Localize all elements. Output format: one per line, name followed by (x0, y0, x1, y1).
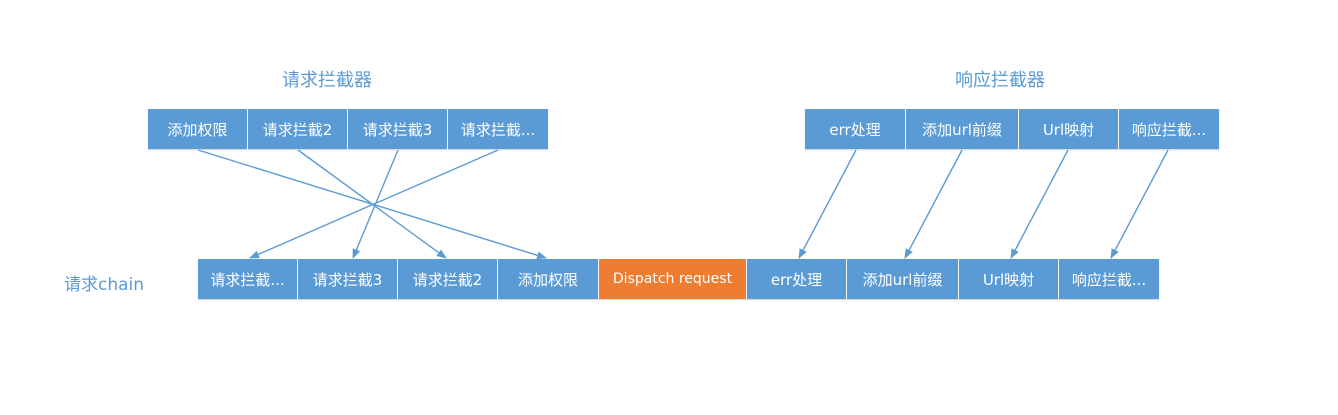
res-interceptor-url-prefix: 添加url前缀 (906, 109, 1019, 149)
req-interceptor-3: 请求拦截3 (348, 109, 448, 149)
arrow-url-prefix-to-chain (904, 149, 963, 259)
chain-res-url-prefix: 添加url前缀 (847, 259, 959, 299)
arrow-req2-to-chain (297, 149, 447, 259)
response-interceptors-title: 响应拦截器 (955, 70, 1045, 91)
chain-res-err: err处理 (747, 259, 847, 299)
res-interceptor-url-map: Url映射 (1019, 109, 1119, 149)
arrow-reqmore-to-chain (249, 149, 499, 259)
request-chain-label: 请求chain (64, 275, 145, 295)
request-interceptors-row: 添加权限 请求拦截2 请求拦截3 请求拦截... (148, 109, 548, 149)
arrow-url-map-to-chain (1010, 149, 1069, 259)
arrow-resmore-to-chain (1110, 149, 1169, 259)
arrow-err-to-chain (798, 149, 857, 259)
response-interceptors-row: err处理 添加url前缀 Url映射 响应拦截... (805, 109, 1219, 149)
chain-res-more: 响应拦截... (1059, 259, 1159, 299)
req-interceptor-more: 请求拦截... (448, 109, 548, 149)
chain-dispatch-request: Dispatch request (599, 259, 747, 299)
req-interceptor-2: 请求拦截2 (248, 109, 348, 149)
req-interceptor-add-permission: 添加权限 (148, 109, 248, 149)
res-interceptor-more: 响应拦截... (1119, 109, 1219, 149)
chain-req-more: 请求拦截... (198, 259, 298, 299)
res-interceptor-err: err处理 (805, 109, 906, 149)
chain-req-2: 请求拦截2 (398, 259, 498, 299)
request-interceptors-title: 请求拦截器 (282, 70, 372, 91)
chain-req-add-permission: 添加权限 (498, 259, 599, 299)
chain-req-3: 请求拦截3 (298, 259, 398, 299)
request-chain-row: 请求拦截... 请求拦截3 请求拦截2 添加权限 Dispatch reques… (198, 259, 1159, 299)
chain-res-url-map: Url映射 (959, 259, 1059, 299)
